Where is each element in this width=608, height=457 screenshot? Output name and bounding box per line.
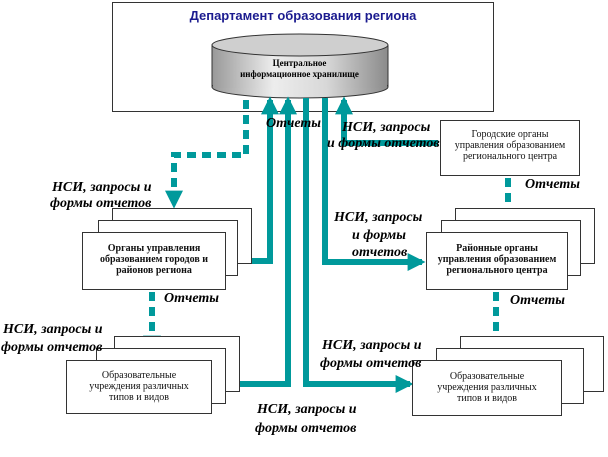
regional-line3: районов региона: [116, 265, 192, 276]
label-nsi-bottom-2: формы отчетов: [255, 421, 357, 436]
inst-left-box: Образовательные учреждения различных тип…: [66, 360, 212, 414]
label-reports-right-mid: Отчеты: [510, 293, 565, 308]
label-nsi-bottom-1: НСИ, запросы и: [257, 402, 357, 417]
inst-right-line2: учреждения различных: [437, 382, 537, 393]
label-reports-top: Отчеты: [266, 116, 321, 131]
arrow-city-to-db: [335, 96, 438, 146]
database-label-line1: Центральное: [272, 58, 327, 68]
database-label-line2: информационное хранилище: [240, 69, 359, 79]
city-line3: регионального центра: [462, 151, 558, 162]
district-line1: Районные органы: [456, 243, 538, 254]
district-line2: управления образованием: [437, 254, 557, 265]
label-nsi-mid-1: НСИ, запросы: [334, 210, 423, 225]
department-title: Департамент образования региона: [189, 8, 417, 23]
label-reports-right-top: Отчеты: [525, 177, 580, 192]
label-nsi-lowleft-2: формы отчетов: [1, 340, 103, 355]
inst-right-line1: Образовательные: [449, 371, 525, 382]
district-line3: регионального центра: [446, 265, 548, 276]
city-line2: управления образованием: [454, 140, 566, 151]
inst-left-line1: Образовательные: [101, 370, 177, 381]
database-label: Центральное информационное хранилище: [212, 58, 387, 80]
city-box: Городские органы управления образованием…: [440, 120, 580, 176]
label-nsi-top-1: НСИ, запросы: [342, 120, 431, 135]
arrow-db-to-inst-right: [303, 98, 414, 393]
inst-left-line3: типов и видов: [108, 392, 170, 403]
arrow-db-to-regional-dashed: [165, 100, 249, 209]
label-nsi-left-2: формы отчетов: [50, 196, 152, 211]
label-reports-left: Отчеты: [164, 291, 219, 306]
label-nsi-mid-2: и формы: [352, 228, 406, 243]
inst-right-box: Образовательные учреждения различных тип…: [412, 360, 562, 416]
label-nsi-mid-3: отчетов: [352, 245, 408, 260]
label-nsi-lowright-1: НСИ, запросы и: [322, 338, 422, 353]
regional-line2: образованием городов и: [100, 254, 208, 265]
arrow-db-to-district: [322, 98, 426, 271]
regional-line1: Органы управления: [107, 243, 201, 254]
label-nsi-top-2: и формы отчетов: [327, 136, 440, 151]
label-nsi-lowleft-1: НСИ, запросы и: [3, 322, 103, 337]
label-nsi-lowright-2: формы отчетов: [320, 356, 422, 371]
city-line1: Городские органы: [471, 129, 549, 140]
district-box: Районные органы управления образованием …: [426, 232, 568, 290]
label-nsi-left-1: НСИ, запросы и: [52, 180, 152, 195]
database-icon: [211, 33, 389, 99]
regional-box: Органы управления образованием городов и…: [82, 232, 226, 290]
inst-right-line3: типов и видов: [456, 393, 518, 404]
inst-left-line2: учреждения различных: [89, 381, 189, 392]
